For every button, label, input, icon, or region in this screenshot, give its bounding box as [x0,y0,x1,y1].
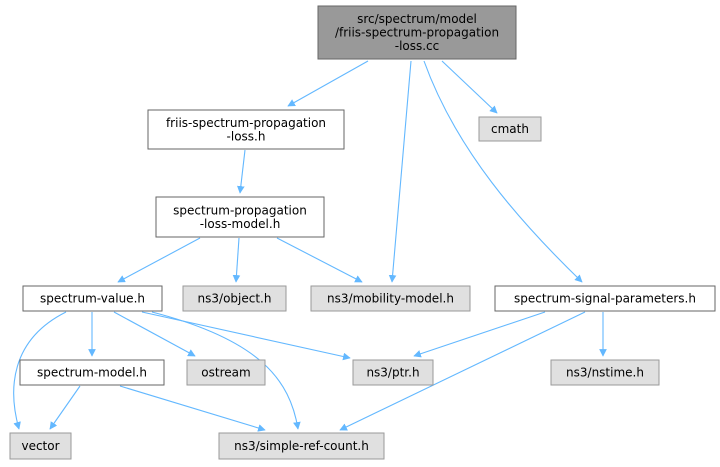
edge-root-to-ssp_h [423,60,583,283]
node-box [218,432,385,460]
node-box [550,359,660,386]
edge-root-to-mobility_h [388,60,412,283]
node-box [155,196,325,238]
edge-arrow [236,149,246,194]
node-box [19,359,165,386]
edge-arrow [113,311,196,357]
node-label: -loss-model.h [200,217,281,231]
node-label: ns3/ptr.h [366,366,419,380]
node-vector: vector [9,432,72,460]
node-friis-h[interactable]: friis-spectrum-propagation-loss.h [147,109,345,150]
node-box [9,432,72,460]
edge-spm_h-to-sv_h [117,237,201,283]
edge-arrow [339,311,586,431]
node-src-h: ns3/simple-ref-count.h [218,432,385,460]
edge-sm_h-to-vector [49,385,81,430]
node-label: spectrum-propagation [173,203,307,217]
node-box [478,116,542,142]
node-nstime-h: ns3/nstime.h [550,359,660,386]
node-label: vector [21,439,59,453]
node-label: /friis-spectrum-propagation [335,26,499,40]
edge-arrow [49,385,81,430]
node-ssp-h[interactable]: spectrum-signal-parameters.h [494,285,716,312]
edge-sv_h-to-ostream [113,311,196,357]
node-box [494,285,716,312]
edge-arrow [423,60,583,283]
node-label: ns3/simple-ref-count.h [234,439,369,453]
node-object-h: ns3/object.h [182,285,287,312]
edge-spm_h-to-object_h [232,237,241,283]
node-ptr-h: ns3/ptr.h [352,359,434,386]
nodes-layer: src/spectrum/model/friis-spectrum-propag… [9,5,716,460]
node-label: ns3/nstime.h [566,366,644,380]
node-sm-h[interactable]: spectrum-model.h [19,359,165,386]
node-label: spectrum-signal-parameters.h [514,292,696,306]
edge-sv_h-to-ptr_h [141,311,351,361]
edge-arrow [441,60,498,114]
node-label: -loss.h [227,129,266,143]
node-spm-h[interactable]: spectrum-propagation-loss-model.h [155,196,325,238]
node-box [22,285,163,312]
edge-arrow [232,237,241,283]
node-cmath: cmath [478,116,542,142]
node-box [352,359,434,386]
edge-spm_h-to-mobility_h [276,237,363,283]
node-box [317,5,517,60]
node-label: spectrum-value.h [40,292,145,306]
node-label: src/spectrum/model [357,12,477,26]
node-mobility-h: ns3/mobility-model.h [310,285,471,312]
node-sv-h[interactable]: spectrum-value.h [22,285,163,312]
edge-arrow [119,385,266,432]
node-label: cmath [491,122,529,136]
node-label: ns3/mobility-model.h [327,292,454,306]
edge-arrow [117,237,201,283]
node-label: -loss.cc [395,39,440,53]
edge-friis_h-to-spm_h [236,149,246,194]
edge-arrow [287,60,369,107]
edge-sv_h-to-vector [13,311,67,430]
edge-root-to-friis_h [287,60,369,107]
node-label: friis-spectrum-propagation [166,116,326,130]
edge-root-to-cmath [441,60,498,114]
edge-arrow [413,311,546,358]
node-box [147,109,345,150]
node-label: ostream [201,366,250,380]
edge-arrow [141,311,351,361]
edge-arrow [13,311,67,430]
edge-ssp_h-to-src_h [339,311,586,431]
node-label: spectrum-model.h [37,366,147,380]
edge-arrow [276,237,363,283]
edge-ssp_h-to-ptr_h [413,311,546,358]
edge-arrow [388,60,412,283]
node-ostream: ostream [186,359,266,386]
node-box [182,285,287,312]
node-box [186,359,266,386]
node-root[interactable]: src/spectrum/model/friis-spectrum-propag… [317,5,517,60]
edge-sm_h-to-src_h [119,385,266,432]
node-label: ns3/object.h [198,292,272,306]
node-box [310,285,471,312]
